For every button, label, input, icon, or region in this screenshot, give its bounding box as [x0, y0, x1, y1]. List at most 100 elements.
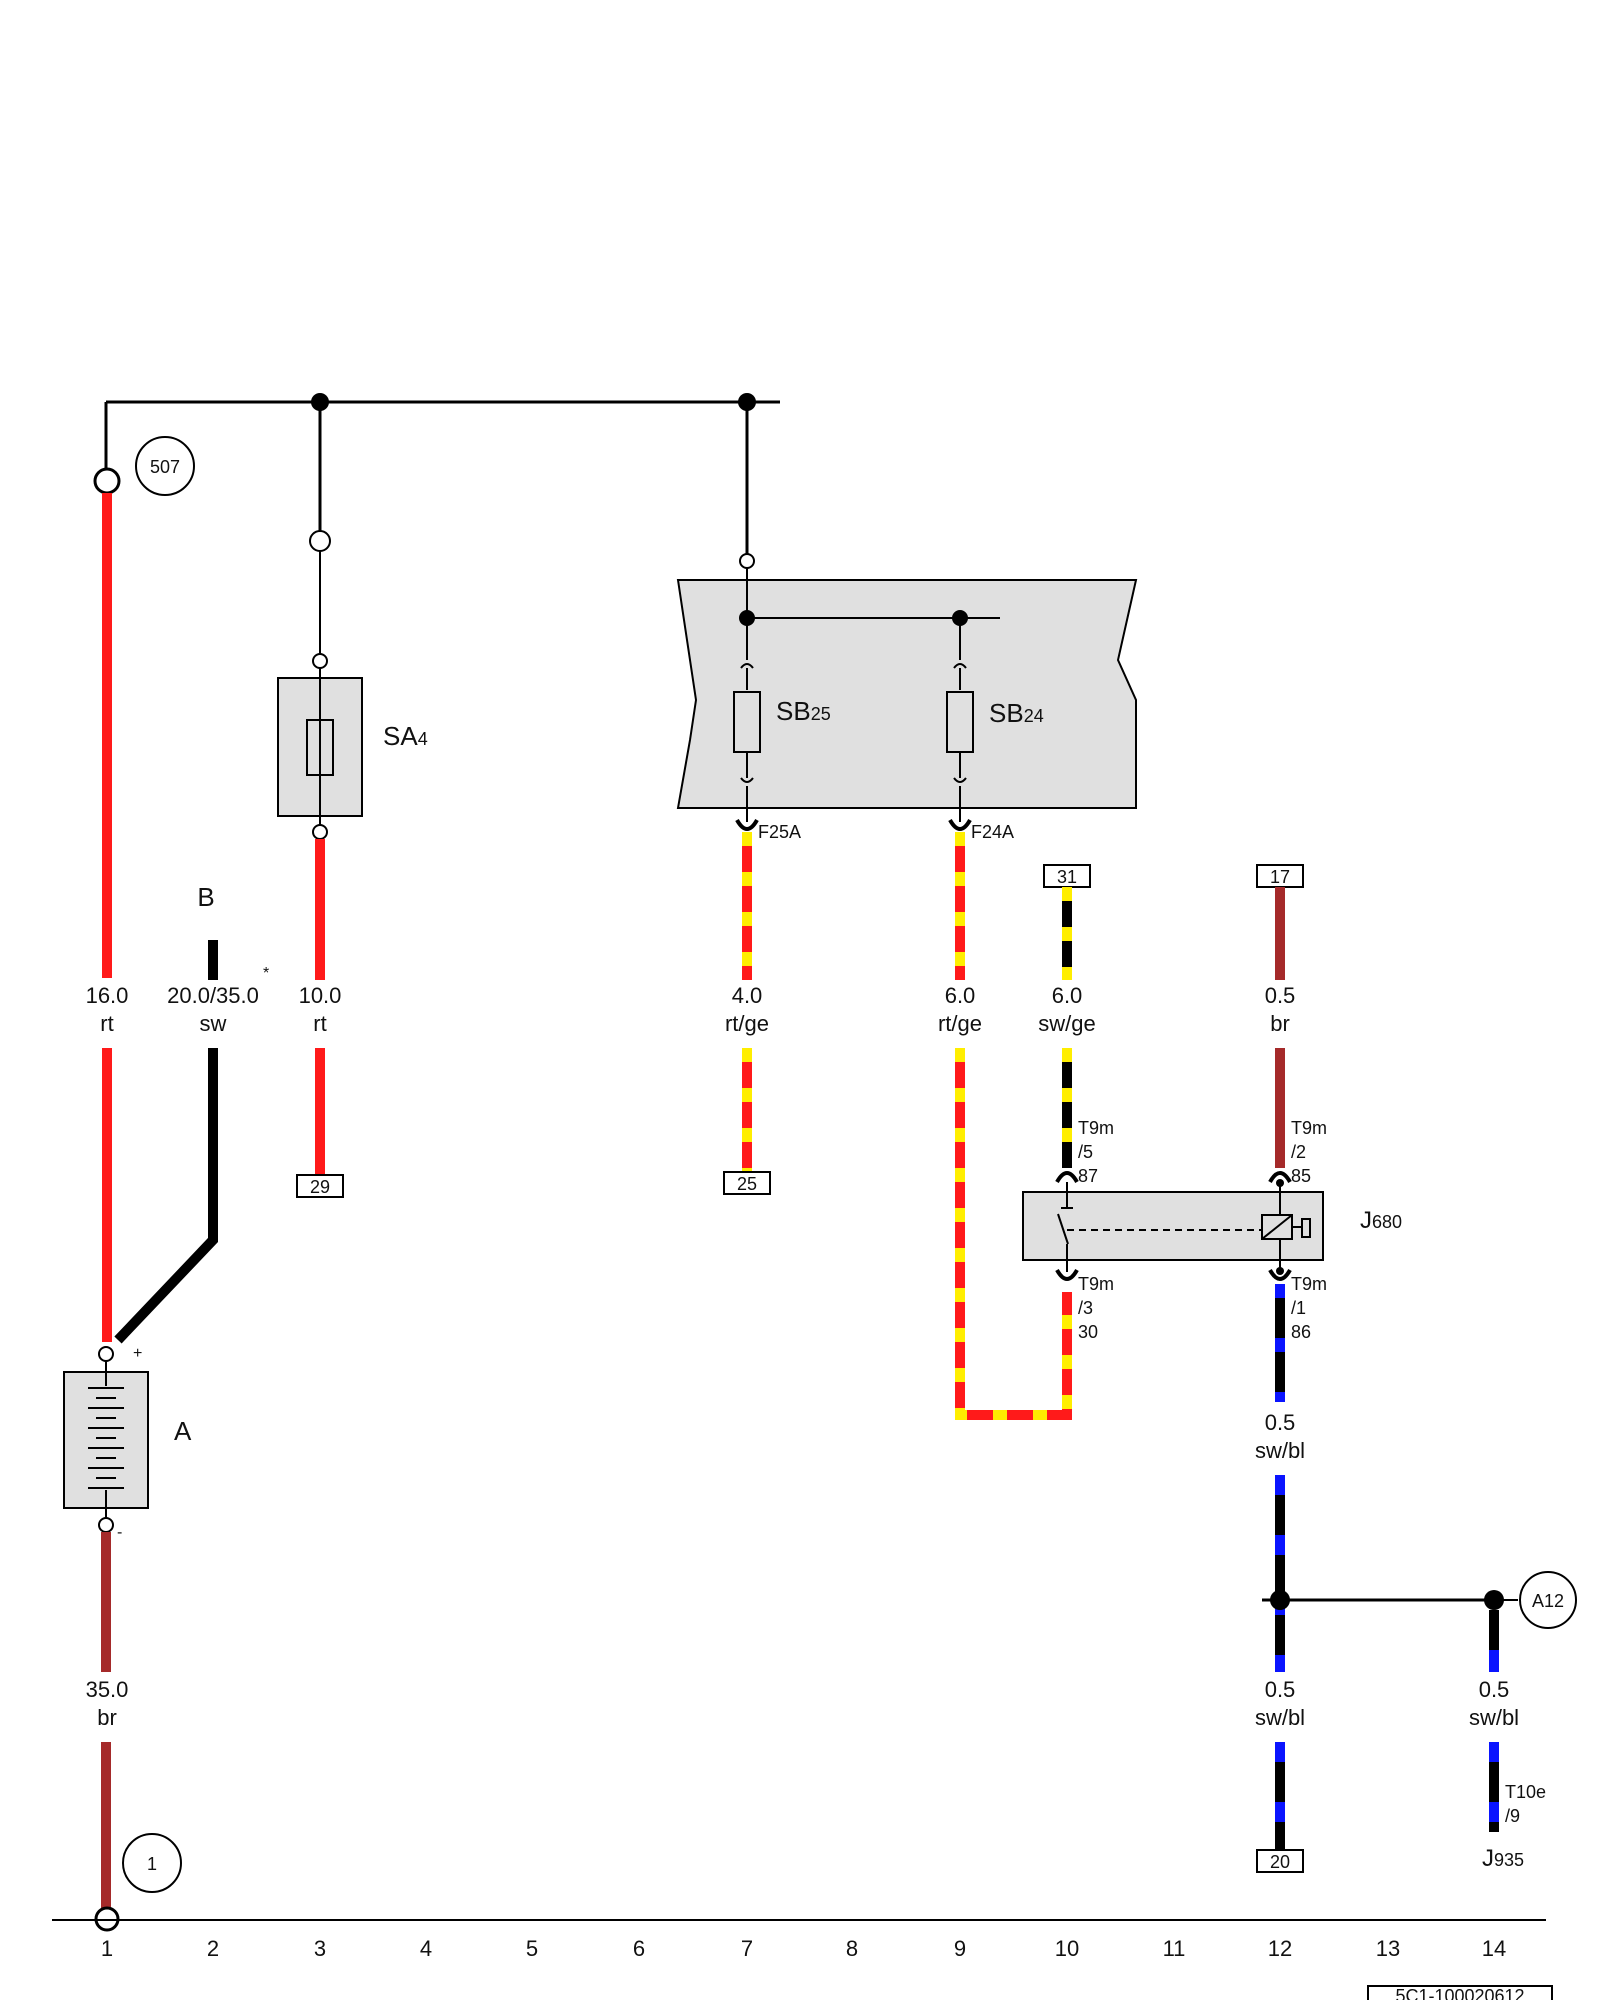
- battery-plus-label: +: [133, 1345, 142, 1362]
- scale-number: 5: [526, 1936, 538, 1961]
- pin-f24a-label: F24A: [971, 822, 1014, 842]
- wire-size-label: 16.0: [86, 983, 129, 1008]
- scale-number: 8: [846, 1936, 858, 1961]
- battery-minus-label: -: [117, 1524, 122, 1541]
- wire-color-label: sw/ge: [1038, 1011, 1095, 1036]
- fuse-sb25-label: SB25: [776, 696, 831, 726]
- wire-size-label: 20.0/35.0: [167, 983, 259, 1008]
- wire-color-label: br: [97, 1705, 117, 1730]
- wire-color-label: sw/bl: [1255, 1438, 1305, 1463]
- scale-number: 7: [741, 1936, 753, 1961]
- starter-label: B: [197, 882, 214, 912]
- pin-t9m-1-num: /1: [1291, 1298, 1306, 1318]
- pin-t9m-5-term: 87: [1078, 1166, 1098, 1186]
- terminal-507-connector: [93, 467, 121, 495]
- pin-t10e-9-num: /9: [1505, 1806, 1520, 1826]
- pin-t9m-3-num: /3: [1078, 1298, 1093, 1318]
- wire-color-label: rt: [313, 1011, 326, 1036]
- battery-plus-terminal: [98, 1346, 114, 1362]
- wire-size-label: 0.5: [1265, 1677, 1296, 1702]
- circle-507: [135, 436, 195, 496]
- wire-size-label: 0.5: [1479, 1677, 1510, 1702]
- wire-color-label: sw: [200, 1011, 227, 1036]
- terminal-connector: [312, 824, 328, 840]
- top-bus: [104, 400, 780, 560]
- circle-a12-label: A12: [1532, 1591, 1564, 1611]
- terminal-box-17-label: 17: [1270, 867, 1290, 887]
- wire-size-label: 4.0: [732, 983, 763, 1008]
- scale-number: 10: [1055, 1936, 1079, 1961]
- pin-connector: [1268, 1171, 1292, 1184]
- wire-color-label: rt/ge: [725, 1011, 769, 1036]
- wire-note-asterisk: *: [263, 965, 269, 982]
- scale-number: 12: [1268, 1936, 1292, 1961]
- pin-connector: [1055, 1268, 1079, 1281]
- terminal-box-25-label: 25: [737, 1174, 757, 1194]
- wire-size-label: 6.0: [945, 983, 976, 1008]
- pin-t9m-3-label: T9m: [1078, 1274, 1114, 1294]
- terminal-box-29-label: 29: [310, 1177, 330, 1197]
- scale-number: 6: [633, 1936, 645, 1961]
- terminal-box-20-label: 20: [1270, 1852, 1290, 1872]
- circle-1-label: 1: [147, 1854, 157, 1874]
- battery-a: [63, 1361, 149, 1518]
- terminal-box-29: [296, 1174, 344, 1198]
- relay-j680-label: J680: [1360, 1207, 1402, 1234]
- circle-507-label: 507: [150, 457, 180, 477]
- doc-id-label: 5C1-100020612: [1395, 1986, 1524, 2000]
- junction-dot: [739, 610, 755, 626]
- pin-connector: [948, 818, 972, 831]
- terminal-box-31-label: 31: [1057, 867, 1077, 887]
- relay-j680: [1022, 1179, 1324, 1275]
- pin-t9m-1-term: 86: [1291, 1322, 1311, 1342]
- scale-number: 9: [954, 1936, 966, 1961]
- pin-connector: [735, 818, 759, 831]
- pin-t9m-2-label: T9m: [1291, 1118, 1327, 1138]
- pin-t10e-9-label: T10e: [1505, 1782, 1546, 1802]
- scale-number: 2: [207, 1936, 219, 1961]
- wire-color-label: rt/ge: [938, 1011, 982, 1036]
- junction-dot: [952, 610, 968, 626]
- fuse-holder-sb: [676, 579, 1138, 809]
- terminal-box-20: [1256, 1849, 1304, 1873]
- pin-connector: [1268, 1268, 1292, 1281]
- doc-id-box: [1367, 1985, 1553, 2000]
- wire-color-label: rt: [100, 1011, 113, 1036]
- battery-label: A: [174, 1416, 192, 1446]
- wire-size-label: 0.5: [1265, 1410, 1296, 1435]
- wire-size-label: 35.0: [86, 1677, 129, 1702]
- terminal-connector: [739, 553, 755, 569]
- circle-1: [122, 1833, 182, 1893]
- fuse-sa4-label: SA4: [383, 721, 428, 751]
- terminal-box-25: [723, 1171, 771, 1195]
- junction-dot: [311, 393, 329, 411]
- junction-dot: [738, 393, 756, 411]
- wire-size-label: 10.0: [299, 983, 342, 1008]
- wire-color-label: sw/bl: [1469, 1705, 1519, 1730]
- pin-t9m-5-num: /5: [1078, 1142, 1093, 1162]
- wire-color-label: sw/bl: [1255, 1705, 1305, 1730]
- scale-number: 3: [314, 1936, 326, 1961]
- control-j935-label: J935: [1482, 1845, 1524, 1872]
- scale-number: 13: [1376, 1936, 1400, 1961]
- scale-number: 11: [1163, 1936, 1186, 1961]
- pin-t9m-2-term: 85: [1291, 1166, 1311, 1186]
- circle-a12: [1519, 1571, 1577, 1629]
- scale-number: 4: [420, 1936, 432, 1961]
- terminal-connector: [312, 653, 328, 669]
- wire-w2-lower: [114, 1048, 218, 1344]
- pin-t9m-3-term: 30: [1078, 1322, 1098, 1342]
- fuse-sa4: [277, 667, 363, 826]
- pin-t9m-2-num: /2: [1291, 1142, 1306, 1162]
- wire-size-label: 0.5: [1265, 983, 1296, 1008]
- wire-color-label: br: [1270, 1011, 1290, 1036]
- fuse-sb24-label: SB24: [989, 698, 1044, 728]
- junction-dot: [1270, 1590, 1290, 1610]
- scale-number: 14: [1482, 1936, 1506, 1961]
- wire-size-label: 6.0: [1052, 983, 1083, 1008]
- scale-number: 1: [101, 1936, 113, 1961]
- pin-f25a-label: F25A: [758, 822, 801, 842]
- pin-connector: [1055, 1171, 1079, 1184]
- bottom-scale: 1 2 3 4 5 6 7 8 9 10 11 12 13 14: [101, 1936, 1506, 1961]
